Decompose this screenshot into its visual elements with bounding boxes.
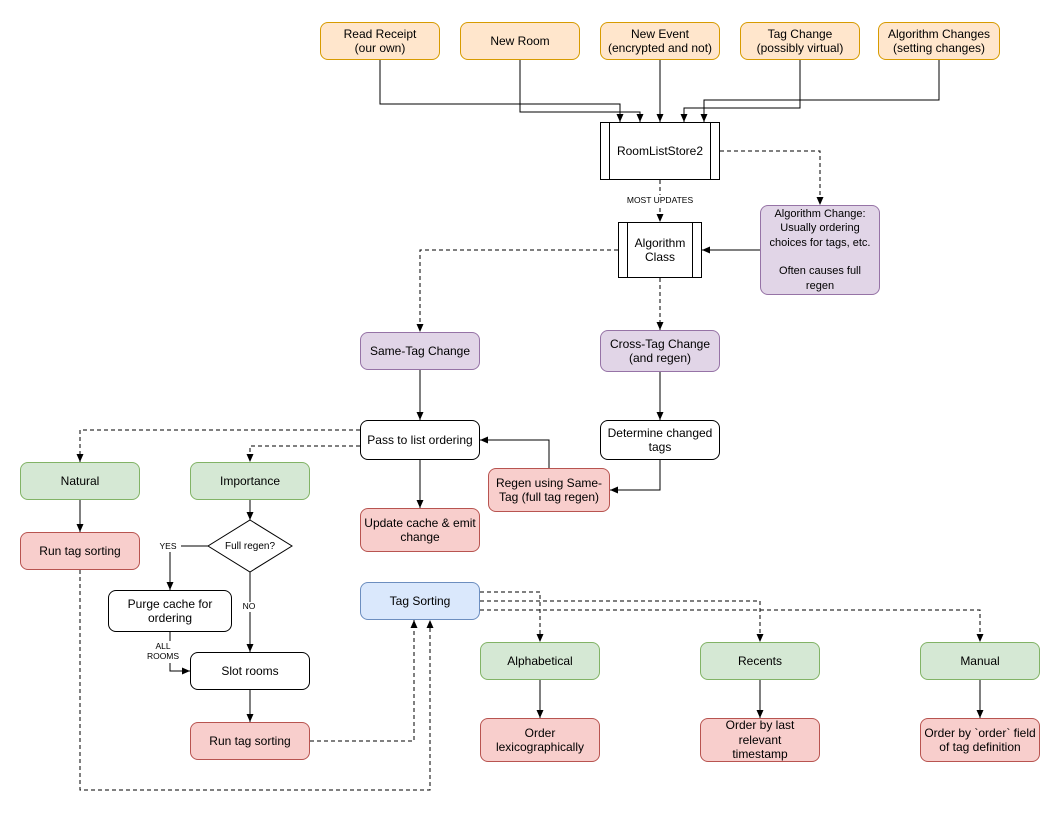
importance-label: Importance [219,473,281,488]
node-run-tag-sorting-bottom: Run tag sorting [190,722,310,760]
dashed-connectors [76,150,984,791]
node-algorithm-class: Algorithm Class [618,222,702,278]
node-new-event: New Event (encrypted and not) [600,22,720,60]
order-lexicographically-label: Order lexicographically [495,725,585,754]
room-list-store-label: RoomListStore2 [616,143,704,158]
run-tag-sorting-left-label: Run tag sorting [39,543,121,558]
update-cache-label: Update cache & emit change [364,515,476,544]
node-same-tag-change: Same-Tag Change [360,332,480,370]
node-purge-cache: Purge cache for ordering [108,590,232,632]
tag-change-label: Tag Change (possibly virtual) [756,26,844,55]
node-slot-rooms: Slot rooms [190,652,310,690]
node-cross-tag-change: Cross-Tag Change (and regen) [600,330,720,372]
new-room-label: New Room [490,33,550,48]
node-natural: Natural [20,462,140,500]
algorithm-changes-label: Algorithm Changes (setting changes) [887,26,991,55]
node-algorithm-change-note: Algorithm Change: Usually ordering choic… [760,205,880,295]
edge-label-all-rooms: ALL ROOMS [141,641,185,663]
purge-cache-label: Purge cache for ordering [127,596,213,625]
cross-tag-change-label: Cross-Tag Change (and regen) [609,336,711,365]
node-order-lexicographically: Order lexicographically [480,718,600,762]
run-tag-sorting-bottom-label: Run tag sorting [209,733,291,748]
node-run-tag-sorting-left: Run tag sorting [20,532,140,570]
node-alphabetical: Alphabetical [480,642,600,680]
manual-label: Manual [960,653,1000,668]
node-order-by-timestamp: Order by last relevant timestamp [700,718,820,762]
node-algorithm-changes: Algorithm Changes (setting changes) [878,22,1000,60]
node-recents: Recents [700,642,820,680]
node-manual: Manual [920,642,1040,680]
node-determine-changed-tags: Determine changed tags [600,420,720,460]
node-new-room: New Room [460,22,580,60]
algorithm-class-label: Algorithm Class [634,235,686,264]
natural-label: Natural [60,473,100,488]
node-tag-change: Tag Change (possibly virtual) [740,22,860,60]
regen-same-tag-label: Regen using Same- Tag (full tag regen) [495,475,603,504]
node-read-receipt: Read Receipt (our own) [320,22,440,60]
new-event-label: New Event (encrypted and not) [607,26,713,55]
edge-label-yes: YES [155,541,181,552]
algorithm-change-note-label: Algorithm Change: Usually ordering choic… [769,208,871,292]
node-regen-same-tag: Regen using Same- Tag (full tag regen) [488,468,610,512]
node-full-regen-label: Full regen? [224,540,276,552]
edge-label-no: NO [238,601,260,612]
node-tag-sorting: Tag Sorting [360,582,480,620]
node-update-cache: Update cache & emit change [360,508,480,552]
node-order-by-field: Order by `order` field of tag definition [920,718,1040,762]
node-pass-to-list-ordering: Pass to list ordering [360,420,480,460]
determine-changed-tags-label: Determine changed tags [607,425,713,454]
same-tag-change-label: Same-Tag Change [369,343,471,358]
recents-label: Recents [737,653,783,668]
tag-sorting-label: Tag Sorting [389,593,451,608]
pass-to-list-ordering-label: Pass to list ordering [367,432,473,447]
slot-rooms-label: Slot rooms [221,663,279,678]
full-regen-diamond [207,519,293,573]
node-room-list-store: RoomListStore2 [600,122,720,180]
order-by-timestamp-label: Order by last relevant timestamp [725,718,795,762]
read-receipt-label: Read Receipt (our own) [343,26,417,55]
order-by-field-label: Order by `order` field of tag definition [924,725,1036,754]
alphabetical-label: Alphabetical [507,653,573,668]
edge-label-most-updates: MOST UPDATES [622,195,698,206]
node-importance: Importance [190,462,310,500]
